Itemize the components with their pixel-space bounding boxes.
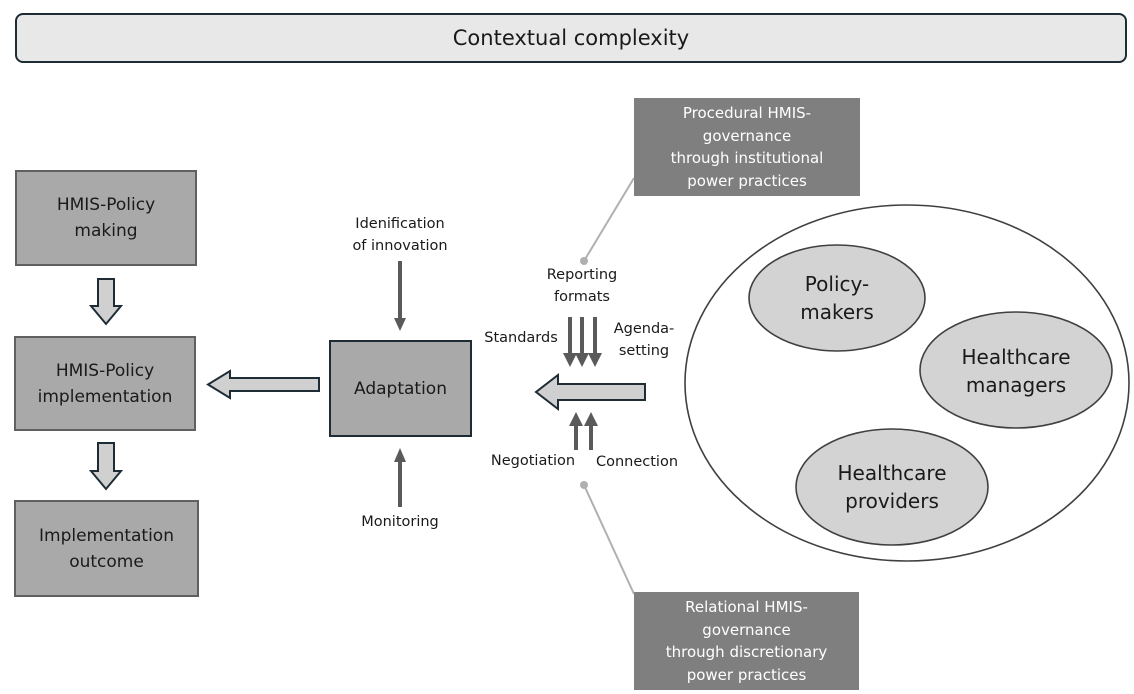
callout-line: through institutional <box>670 149 824 167</box>
box-line: making <box>74 221 138 241</box>
hmis-policy-making-box: HMIS-Policy making <box>15 170 197 266</box>
negotiation-label: Negotiation <box>484 450 582 472</box>
label-line: Agenda- <box>613 321 675 337</box>
box-line: HMIS-Policy <box>55 360 155 381</box>
label-line: Healthcare <box>837 461 947 485</box>
relational-governance-callout: Relational HMIS- governance through disc… <box>634 592 859 690</box>
arrows-relational-inputs <box>569 412 598 450</box>
box-line: HMIS-Policy <box>56 195 156 215</box>
label-line: makers <box>800 300 874 324</box>
healthcare-managers-label: Healthcare managers <box>946 343 1086 399</box>
label-text: Negotiation <box>490 453 576 469</box>
adaptation-box: Adaptation <box>329 340 472 437</box>
label-line: of innovation <box>352 238 448 254</box>
label-line: Policy- <box>804 272 870 296</box>
arrow-identification-to-adaptation <box>394 261 406 331</box>
label-line: setting <box>618 343 670 359</box>
adaptation-label: Adaptation <box>354 378 447 399</box>
label-line: managers <box>965 373 1067 397</box>
left-arrow-adaptation-to-implementation <box>206 369 320 400</box>
callout-line: Procedural HMIS- <box>682 104 812 122</box>
healthcare-providers-ellipse <box>795 428 989 546</box>
callout-line: power practices <box>687 171 807 190</box>
arrow-monitoring-to-adaptation <box>394 448 406 507</box>
healthcare-managers-ellipse <box>919 311 1113 429</box>
connection-label: Connection <box>588 451 686 473</box>
box-line: implementation <box>37 386 173 407</box>
box-line: Implementation <box>39 525 174 546</box>
connector-procedural <box>580 177 635 265</box>
callout-line: governance <box>702 620 791 639</box>
down-arrow-implementation-to-outcome <box>88 442 124 491</box>
left-arrow-governance-to-adaptation <box>534 372 646 412</box>
label-line: Healthcare <box>961 345 1071 369</box>
hmis-policy-implementation-box: HMIS-Policy implementation <box>14 336 196 431</box>
label-line: providers <box>845 489 939 513</box>
procedural-governance-callout: Procedural HMIS- governance through inst… <box>634 98 860 196</box>
policy-makers-ellipse <box>748 244 926 352</box>
connector-relational <box>580 481 635 595</box>
label-line: formats <box>554 289 610 305</box>
callout-line: through discretionary <box>665 643 828 661</box>
monitoring-label: Monitoring <box>340 511 460 533</box>
box-line: outcome <box>69 551 144 572</box>
contextual-complexity-banner: Contextual complexity <box>15 13 1127 63</box>
identification-of-innovation-label: Idenification of innovation <box>340 213 460 257</box>
banner-title: Contextual complexity <box>452 26 690 50</box>
implementation-outcome-box: Implementation outcome <box>14 500 199 597</box>
callout-line: governance <box>702 126 792 145</box>
policy-makers-label: Policy- makers <box>777 270 897 326</box>
healthcare-providers-label: Healthcare providers <box>822 459 962 515</box>
label-line: Reporting <box>546 267 618 283</box>
label-text: Standards <box>484 330 558 346</box>
callout-line: Relational HMIS- <box>685 598 808 616</box>
standards-label: Standards <box>478 327 564 349</box>
arrows-procedural-inputs <box>563 317 602 367</box>
label-text: Monitoring <box>361 514 439 530</box>
callout-line: power practices <box>686 665 807 684</box>
reporting-formats-label: Reporting formats <box>532 264 632 308</box>
label-text: Connection <box>595 454 679 470</box>
down-arrow-making-to-implementation <box>88 278 124 326</box>
label-line: Idenification <box>355 216 445 232</box>
agenda-setting-label: Agenda- setting <box>604 318 684 362</box>
